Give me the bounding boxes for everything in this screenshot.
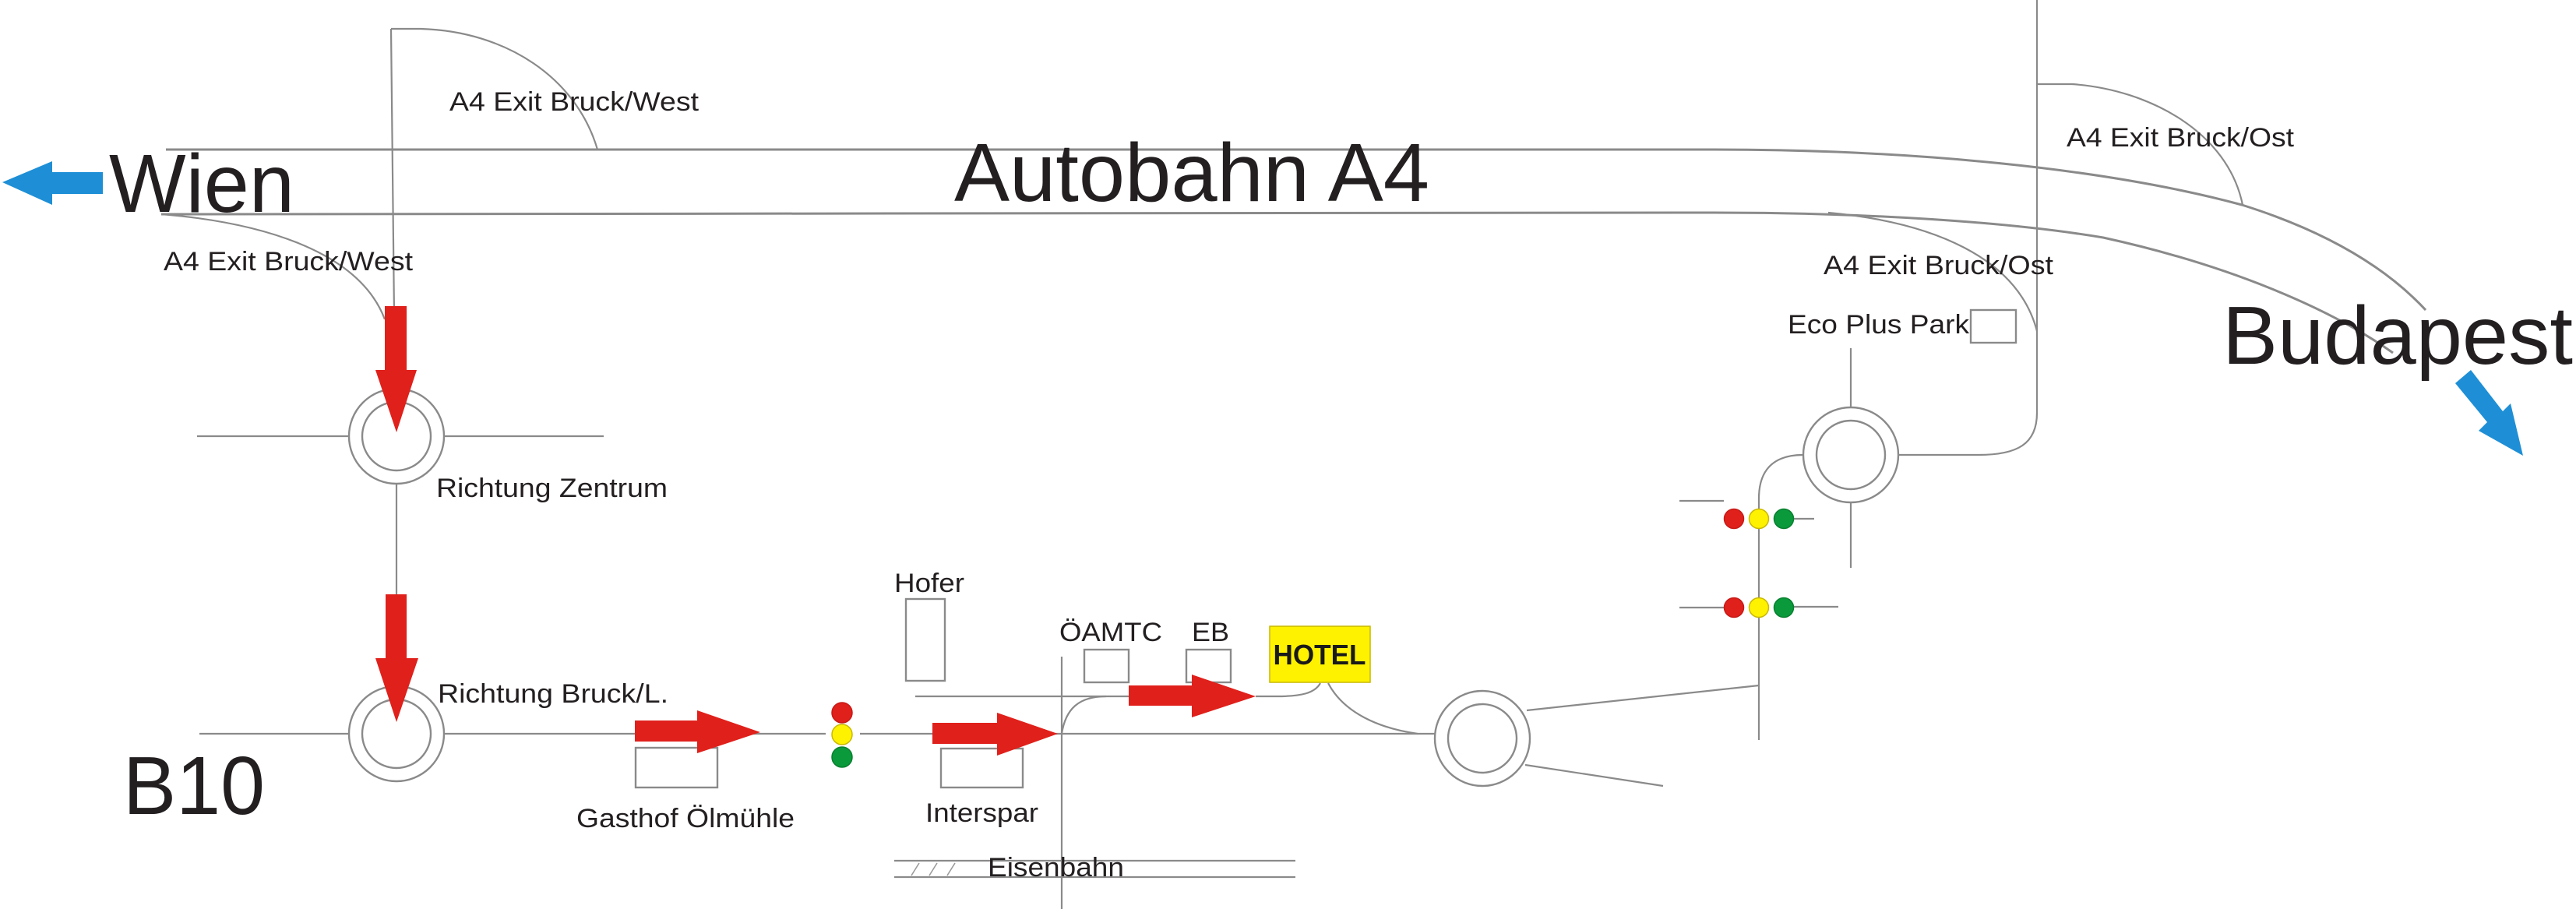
traffic-light-yellow [1748, 508, 1770, 530]
exit-west-upper-label: A4 Exit Bruck/West [449, 87, 700, 117]
roundabout-zentrum [347, 387, 446, 485]
autobahn-a4 [160, 148, 2427, 354]
roundabout-b10 [347, 685, 446, 783]
budapest-direction-arrow-icon [2455, 370, 2523, 456]
hotel-label: HOTEL [1274, 639, 1366, 671]
wien-direction-arrow-icon [2, 161, 103, 205]
interspar-label: Interspar [925, 798, 1038, 828]
railway-label: Eisenbahn [988, 853, 1124, 883]
traffic-light-yellow [831, 724, 853, 745]
building-hofer [904, 597, 946, 682]
traffic-light-green [1773, 597, 1795, 618]
route-arrow-icon [932, 713, 1058, 756]
exit-ost-vertical [1898, 0, 2039, 456]
gasthof-label: Gasthof Ölmühle [576, 804, 795, 833]
railway-hatch [929, 862, 938, 876]
railway [894, 859, 1295, 879]
traffic-light-icon [1723, 508, 1795, 530]
route-arrow-icon [635, 710, 760, 753]
traffic-light-red [1723, 597, 1745, 618]
route-arrow-icon [375, 306, 417, 432]
roundabout-ring-inner [1815, 419, 1887, 491]
exit-ost-lower-label: A4 Exit Bruck/Ost [1824, 251, 2054, 280]
traffic-light-red [1723, 508, 1745, 530]
building-eco-plus-park [1969, 308, 2017, 344]
road-service-curve [1060, 695, 1107, 735]
roundabout-east [1433, 689, 1531, 787]
building-gasthof [634, 746, 719, 789]
railway-hatch [946, 862, 956, 876]
traffic-light-green [1773, 508, 1795, 530]
traffic-light-red [831, 702, 853, 724]
hofer-label: Hofer [894, 569, 964, 598]
exit-west-lower-ramp [160, 213, 386, 320]
exit-west-upper-ramp [391, 27, 599, 150]
direction-zentrum-label: Richtung Zentrum [436, 474, 668, 503]
road-east-lower [1524, 763, 1664, 787]
exit-west-lower-label: A4 Exit Bruck/West [164, 247, 414, 277]
destination-wien: Wien [109, 138, 294, 230]
eco-plus-park-label: Eco Plus Park [1788, 310, 1970, 340]
traffic-light-icon [831, 702, 853, 768]
building-oeamtc [1083, 648, 1130, 684]
traffic-light-green [831, 746, 853, 768]
a4-south-carriageway [160, 211, 2394, 354]
traffic-light-icon [1723, 597, 1795, 618]
roundabout-eco-plus [1802, 406, 1900, 504]
building-interspar [939, 747, 1024, 789]
hotel-badge-background [1269, 625, 1371, 683]
oeamtc-label: ÖAMTC [1059, 618, 1162, 647]
road-hotel-exit [1327, 682, 1418, 735]
eb-label: EB [1192, 618, 1229, 647]
exit-ost-upper-ramp [2037, 83, 2244, 206]
road-hotel-entry [1277, 682, 1321, 698]
a4-north-carriageway [166, 148, 2427, 312]
railway-hatch [911, 862, 920, 876]
hotel-badge[interactable]: HOTEL [1269, 625, 1371, 683]
road-eco-connector [1757, 453, 1804, 740]
highway-title: Autobahn A4 [954, 127, 1429, 219]
exit-ost-upper-label: A4 Exit Bruck/Ost [2067, 123, 2295, 153]
road-east-upper [1526, 684, 1760, 712]
road-b10-label: B10 [123, 740, 265, 832]
exit-bruck-ost [1827, 0, 2244, 456]
roundabout-ring-inner [1447, 703, 1518, 774]
destination-budapest: Budapest [2222, 290, 2573, 382]
route-arrow-icon [1129, 675, 1256, 717]
exit-ost-lower-ramp [1827, 211, 2039, 332]
route-arrow-icon [375, 594, 418, 722]
traffic-light-yellow [1748, 597, 1770, 618]
direction-bruck-label: Richtung Bruck/L. [438, 679, 668, 709]
